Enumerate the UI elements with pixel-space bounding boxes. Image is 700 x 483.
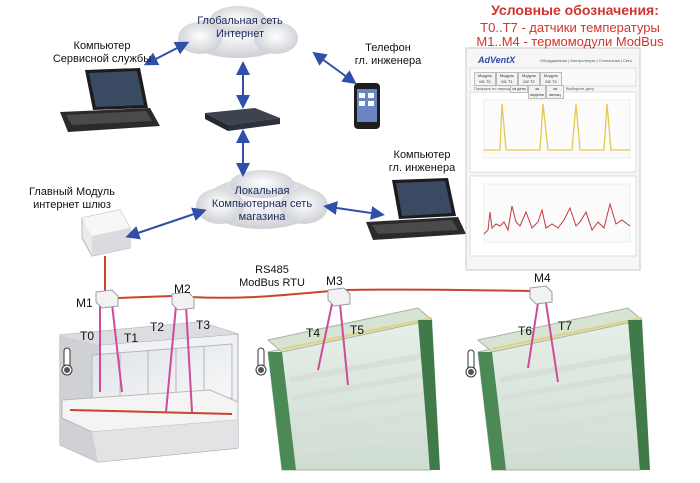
module-label-m1: M1 xyxy=(76,296,93,310)
engineer-pc-label-line2: гл. инженера xyxy=(388,162,456,174)
display-case-2 xyxy=(266,307,440,471)
refrigerator-1 xyxy=(59,321,239,463)
gateway-label-line1: Главный Модуль xyxy=(29,186,115,198)
lan-label: Локальная Компьютерная сеть магазина xyxy=(204,185,320,224)
gateway-box xyxy=(81,209,131,257)
service-laptop xyxy=(60,68,160,132)
legend-title: Условные обозначения: xyxy=(491,2,659,18)
sensor-label-t1: T1 xyxy=(124,331,139,345)
bus-label-line1: RS485 xyxy=(255,264,289,276)
internet-label: Глобальная сеть Интернет xyxy=(190,15,290,41)
engineer-pc-label-line1: Компьютер xyxy=(393,149,451,161)
module-label-m4: M4 xyxy=(534,271,551,285)
shot-period-week: за неделю xyxy=(528,85,546,99)
sensor-label-t7: T7 xyxy=(558,319,573,333)
rs485-bus xyxy=(104,256,531,299)
shot-tab-1: Модуль M1 T0 xyxy=(474,72,496,86)
shot-pick-label: Выберите дату xyxy=(566,86,594,91)
lan-cloud xyxy=(196,170,328,229)
sensor-label-t6: T6 xyxy=(518,324,533,338)
connection-arrows xyxy=(125,41,385,240)
module-box xyxy=(529,285,553,305)
internet-cloud xyxy=(178,6,298,58)
sensor-wires xyxy=(99,302,559,413)
bus-label: RS485 ModBus RTU xyxy=(222,264,322,290)
module-box xyxy=(95,289,119,309)
sensor-label-t5: T5 xyxy=(350,323,365,337)
service-pc-label-line1: Компьютер xyxy=(73,40,131,52)
network-switch xyxy=(205,108,280,131)
shot-tab-4: Модуль M2 T3 xyxy=(540,72,562,86)
thermometer-icon xyxy=(255,347,267,376)
shot-nav: Оборудование | Контроллеры | Статистика … xyxy=(540,58,632,63)
gateway-label-line2: интернет шлюз xyxy=(33,199,111,211)
lan-label-line1: Локальная xyxy=(234,185,290,197)
phone-label: Телефон гл. инженера xyxy=(336,42,440,68)
phone-label-line1: Телефон xyxy=(365,42,411,54)
module-label-m3: M3 xyxy=(326,274,343,288)
legend-modules: M1..M4 - термомодули ModBus xyxy=(476,34,664,49)
lan-label-line3: магазина xyxy=(238,211,286,223)
chart-line-red xyxy=(483,202,631,235)
display-case-3 xyxy=(476,307,650,471)
shot-period-month: за месяц xyxy=(546,85,564,99)
phone xyxy=(354,83,380,129)
shot-tab-3: Модуль M2 T2 xyxy=(518,72,540,86)
sensor-label-t4: T4 xyxy=(306,326,321,340)
sensor-label-t2: T2 xyxy=(150,320,165,334)
thermometer-icon xyxy=(61,347,73,376)
module-box xyxy=(327,287,351,307)
module-label-m2: M2 xyxy=(174,282,191,296)
shot-period-label: Показать по периодам xyxy=(474,86,516,91)
engineer-laptop xyxy=(366,178,466,240)
engineer-pc-label: Компьютер гл. инженера xyxy=(372,149,472,175)
thermometer-icon xyxy=(465,349,477,378)
service-pc-label-line2: Сервисной службы xyxy=(52,53,152,65)
lan-label-line2: Компьютерная сеть xyxy=(211,198,313,210)
module-box xyxy=(171,291,195,311)
internet-label-line2: Интернет xyxy=(216,28,264,40)
gateway-label: Главный Модуль интернет шлюз xyxy=(22,186,122,212)
service-pc-label: Компьютер Сервисной службы xyxy=(52,40,152,66)
bus-label-line2: ModBus RTU xyxy=(239,277,305,289)
sensor-label-t3: T3 xyxy=(196,318,211,332)
legend-sensors: T0..T7 - датчики температуры xyxy=(480,20,660,35)
chart-line-yellow xyxy=(484,103,630,151)
shot-tab-2: Модуль M1 T1 xyxy=(496,72,518,86)
internet-label-line1: Глобальная сеть xyxy=(197,15,283,27)
phone-label-line2: гл. инженера xyxy=(354,55,422,67)
shot-brand: AdVentX xyxy=(478,55,516,65)
sensor-label-t0: T0 xyxy=(80,329,95,343)
software-screenshot xyxy=(465,47,641,271)
shot-period-day: за день xyxy=(510,85,528,93)
